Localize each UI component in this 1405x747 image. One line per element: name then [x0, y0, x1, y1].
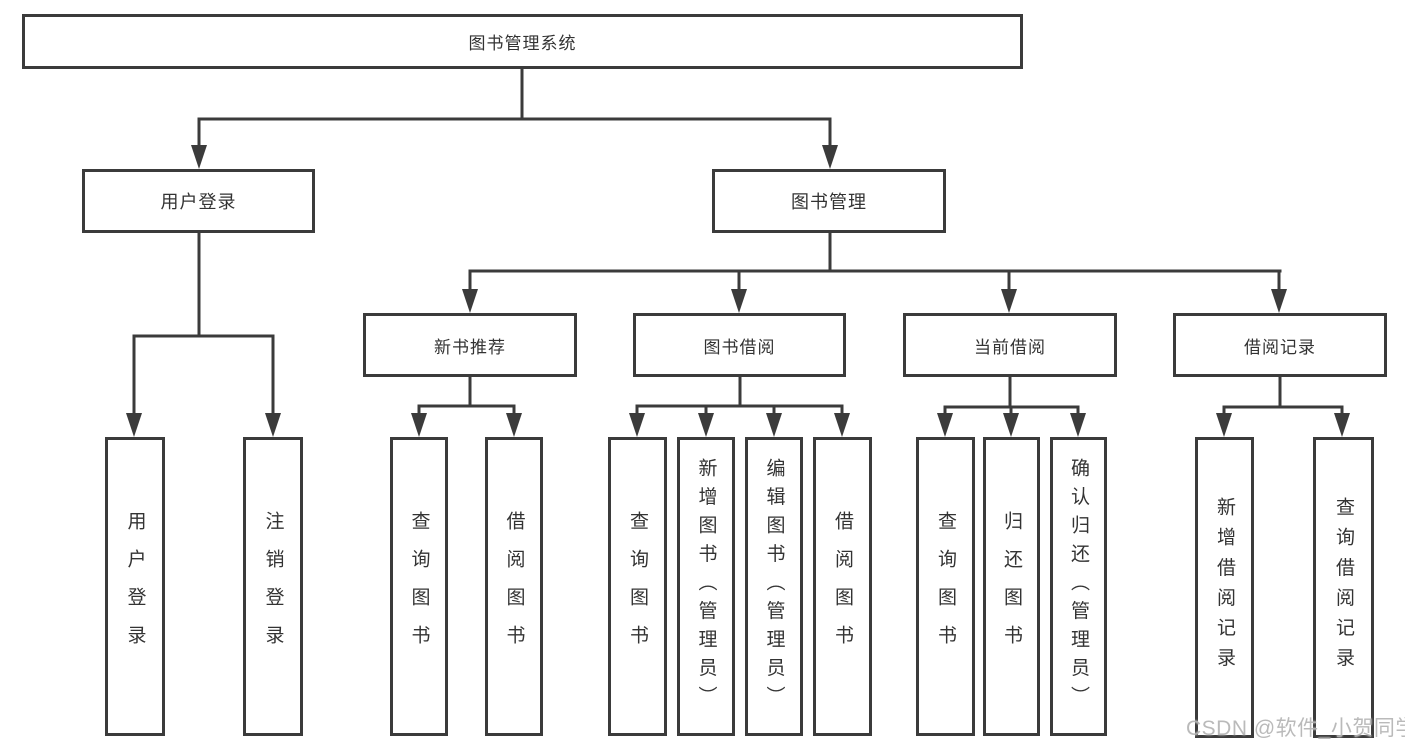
node-label: 查询图书 — [408, 510, 430, 663]
node-leaf-borrow-book: 借阅图书 — [485, 437, 543, 736]
arrowhead-down-icon — [1216, 413, 1232, 437]
node-label: 注销登录 — [262, 510, 284, 663]
node-current-borrow: 当前借阅 — [903, 313, 1117, 377]
arrowhead-down-icon — [506, 413, 522, 437]
arrowhead-down-icon — [265, 413, 281, 437]
node-leaf-confirm-return-admin: 确认归还（管理员） — [1050, 437, 1107, 736]
arrowhead-down-icon — [1001, 289, 1017, 313]
node-leaf-edit-book-admin: 编辑图书（管理员） — [745, 437, 803, 736]
node-label: 图书管理系统 — [468, 34, 577, 53]
arrowhead-down-icon — [462, 289, 478, 313]
node-leaf-return-book: 归还图书 — [983, 437, 1040, 736]
arrowhead-down-icon — [1070, 413, 1086, 437]
node-book-management: 图书管理 — [712, 169, 946, 233]
node-label: 查询图书 — [935, 510, 956, 663]
node-leaf-add-book-admin: 新增图书（管理员） — [677, 437, 735, 736]
node-label: 借阅图书 — [503, 510, 525, 663]
arrowhead-down-icon — [822, 145, 838, 169]
arrowhead-down-icon — [191, 145, 207, 169]
node-label: 借阅记录 — [1244, 337, 1316, 357]
watermark-text: CSDN @软件_小贺同学 — [1186, 717, 1405, 740]
node-new-book-recommend: 新书推荐 — [363, 313, 577, 377]
arrowhead-down-icon — [731, 289, 747, 313]
node-leaf-query-book: 查询图书 — [608, 437, 667, 736]
arrowhead-down-icon — [1271, 289, 1287, 313]
node-book-borrow: 图书借阅 — [633, 313, 846, 377]
node-label: 新增图书（管理员） — [695, 458, 717, 715]
node-label: 用户登录 — [124, 510, 146, 663]
node-leaf-user-login: 用户登录 — [105, 437, 165, 736]
arrowhead-down-icon — [834, 413, 850, 437]
node-label: 编辑图书（管理员） — [763, 458, 785, 715]
node-label: 新增借阅记录 — [1214, 497, 1235, 678]
node-label: 归还图书 — [1001, 510, 1022, 663]
arrowhead-down-icon — [126, 413, 142, 437]
node-borrow-records: 借阅记录 — [1173, 313, 1387, 377]
node-label: 当前借阅 — [974, 337, 1046, 357]
node-label: 查询图书 — [627, 510, 648, 663]
node-label: 用户登录 — [160, 192, 237, 212]
node-leaf-logout: 注销登录 — [243, 437, 303, 736]
node-leaf-borrow-book: 借阅图书 — [813, 437, 872, 736]
node-leaf-query-book: 查询图书 — [916, 437, 975, 736]
arrowhead-down-icon — [629, 413, 645, 437]
node-label: 图书管理 — [791, 192, 867, 212]
node-leaf-query-book: 查询图书 — [390, 437, 448, 736]
arrowhead-down-icon — [411, 413, 427, 437]
node-label: 图书借阅 — [703, 337, 776, 357]
arrowhead-down-icon — [1003, 413, 1019, 437]
arrowhead-down-icon — [698, 413, 714, 437]
node-label: 确认归还（管理员） — [1068, 458, 1089, 715]
arrowhead-down-icon — [1334, 413, 1350, 437]
node-label: 查询借阅记录 — [1333, 497, 1354, 678]
node-user-login: 用户登录 — [82, 169, 315, 233]
node-leaf-add-borrow-record: 新增借阅记录 — [1195, 437, 1254, 738]
node-label: 借阅图书 — [832, 510, 853, 663]
arrowhead-down-icon — [766, 413, 782, 437]
node-label: 新书推荐 — [434, 337, 506, 357]
node-leaf-query-borrow-record: 查询借阅记录 — [1313, 437, 1374, 738]
arrowhead-down-icon — [937, 413, 953, 437]
node-root: 图书管理系统 — [22, 14, 1023, 69]
